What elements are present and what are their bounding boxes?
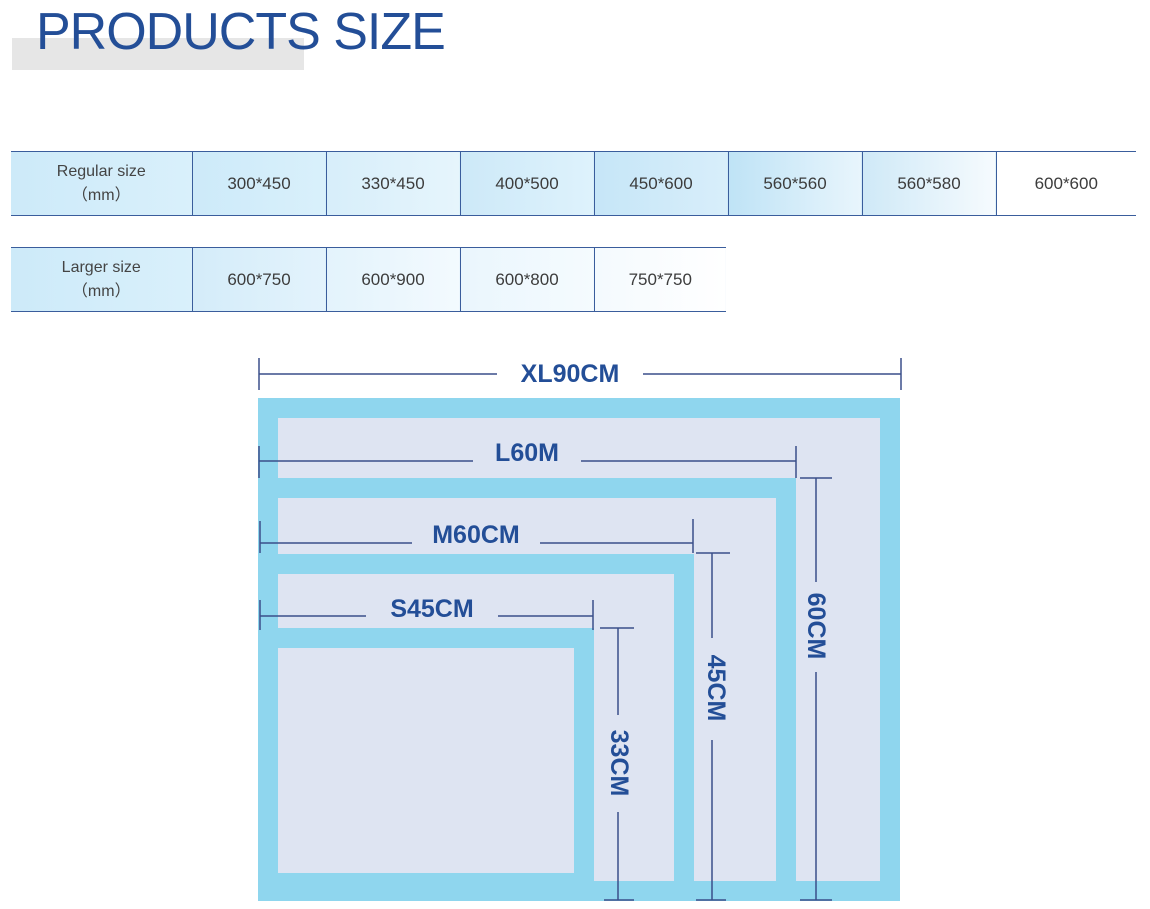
m-height-dimension (696, 552, 730, 901)
l-width-dimension (258, 446, 797, 478)
m-width-label: M60CM (432, 521, 520, 549)
page-title: PRODUCTS SIZE (36, 3, 446, 61)
s-panel (278, 648, 574, 873)
size-cell: 600*600 (995, 151, 1136, 216)
l-height-label: 60CM (802, 593, 830, 660)
table-row: Larger size （mm） 600*750 600*900 600*800… (11, 247, 726, 312)
m-width-dimension (259, 519, 694, 553)
s-width-dimension (259, 600, 594, 630)
size-cell: 600*900 (325, 247, 460, 312)
size-cell: 750*750 (593, 247, 726, 312)
size-cell: 450*600 (593, 151, 728, 216)
size-cell: 330*450 (325, 151, 460, 216)
size-cell: 560*560 (727, 151, 862, 216)
header-unit: （mm） (71, 282, 131, 300)
table-row: Regular size （mm） 300*450 330*450 400*50… (11, 151, 1136, 216)
size-cell: 600*750 (191, 247, 326, 312)
xl-width-dimension (258, 358, 902, 390)
larger-size-header: Larger size （mm） (11, 247, 192, 312)
s-width-label: S45CM (390, 595, 473, 623)
size-cell: 600*800 (459, 247, 594, 312)
size-cell: 300*450 (191, 151, 326, 216)
regular-size-table: Regular size （mm） 300*450 330*450 400*50… (11, 151, 1136, 216)
size-cell: 400*500 (459, 151, 594, 216)
regular-size-header: Regular size （mm） (11, 151, 192, 216)
larger-size-table: Larger size （mm） 600*750 600*900 600*800… (11, 247, 726, 312)
header-unit: （mm） (71, 186, 131, 204)
l-width-label: L60M (495, 439, 559, 467)
size-cell: 560*580 (861, 151, 996, 216)
header-label: Larger size (61, 258, 141, 276)
m-height-label: 45CM (702, 655, 730, 722)
title-underline-band (12, 38, 304, 70)
header-label: Regular size (56, 162, 146, 180)
s-height-label: 33CM (605, 730, 633, 797)
xl-width-label: XL90CM (521, 360, 620, 388)
s-height-dimension (600, 627, 634, 901)
l-height-dimension (800, 477, 832, 901)
